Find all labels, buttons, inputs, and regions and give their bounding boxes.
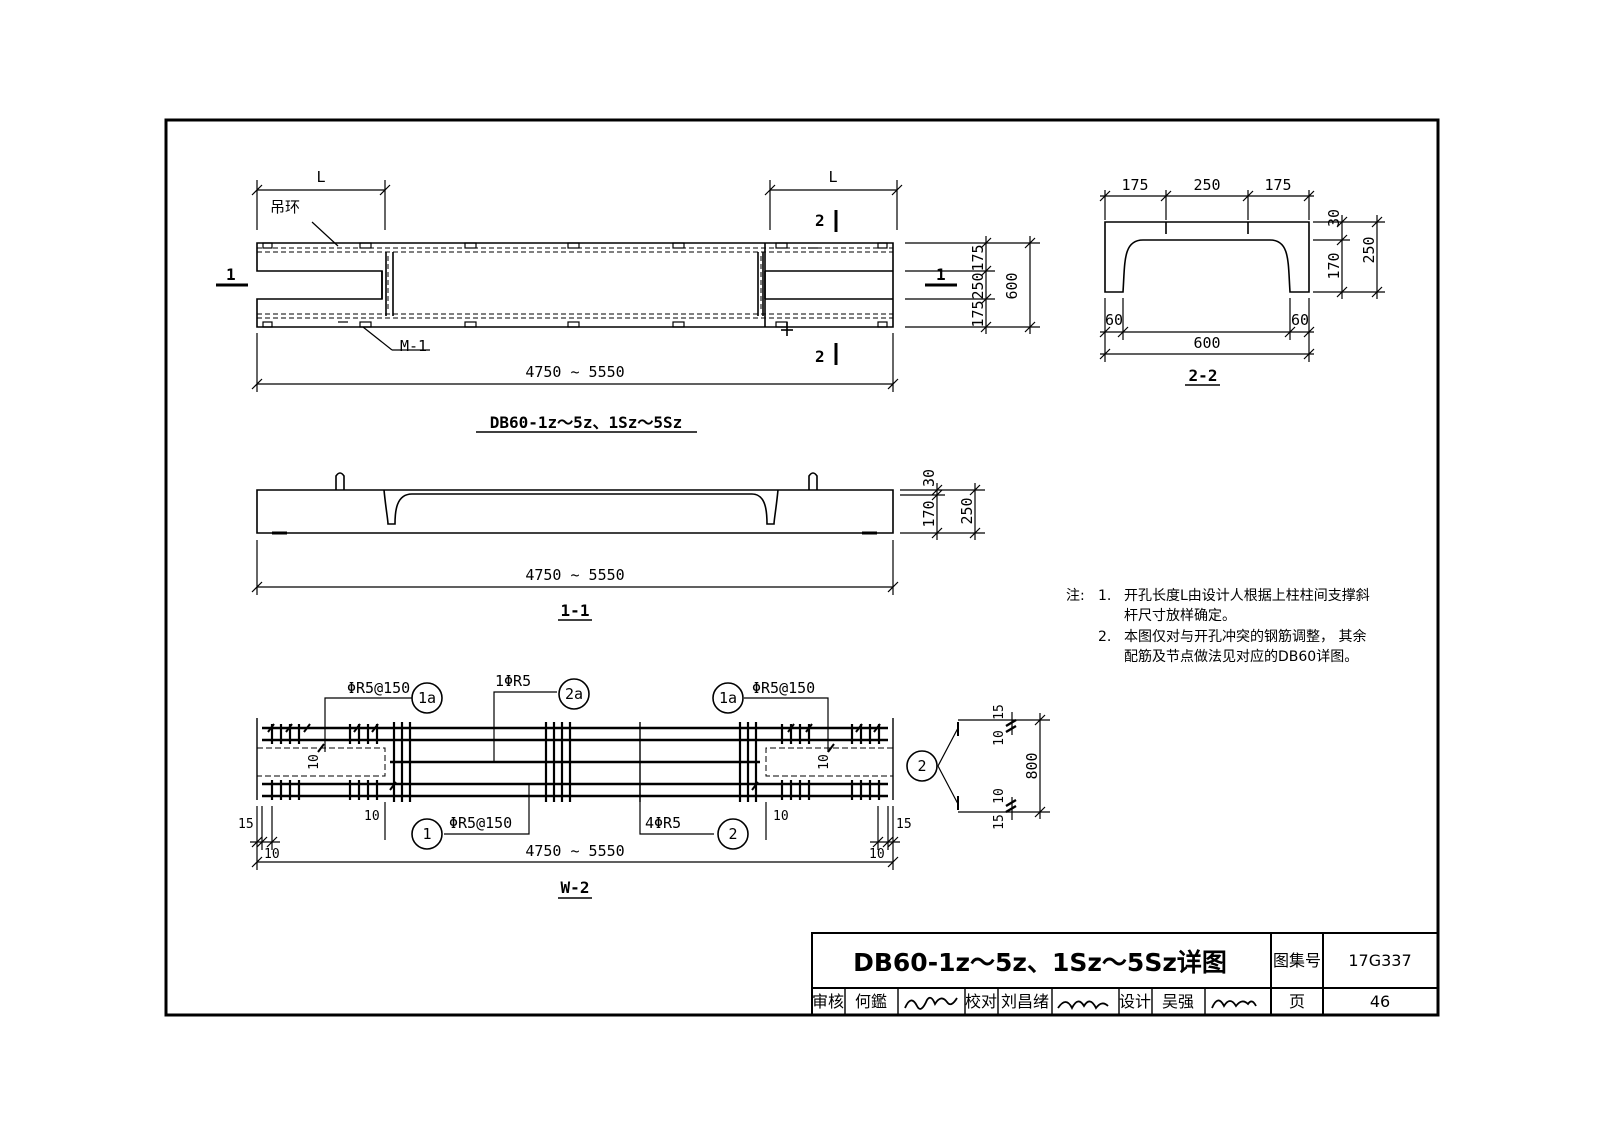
s22-dim-60-left: 60 xyxy=(1105,311,1123,329)
page-number: 46 xyxy=(1370,992,1390,1011)
rebar-1a-left-spec: ΦR5@150 xyxy=(347,679,410,697)
plan-L-right: L xyxy=(828,168,837,186)
note-1-line-1: 开孔长度L由设计人根据上柱柱间支撑斜 xyxy=(1124,588,1370,604)
note-1-line-2: 杆尺寸放样确定。 xyxy=(1124,608,1236,624)
s22-caption: 2-2 xyxy=(1189,366,1218,385)
s11-dim-250: 250 xyxy=(958,497,976,524)
section-1-1 xyxy=(251,472,985,621)
s22-dim-250: 250 xyxy=(1193,176,1220,194)
note-1-number: 1. xyxy=(1098,588,1111,604)
s11-length-dim: 4750 ~ 5550 xyxy=(525,566,624,584)
s22-dim-175-right: 175 xyxy=(1264,176,1291,194)
w2-dim-10-c: 10 xyxy=(364,809,380,824)
section-2-2-labels: 175 250 175 30 170 250 60 60 600 2-2 xyxy=(1105,176,1378,385)
lifting-ring-label: 吊环 xyxy=(270,198,300,216)
note-2-line-1: 本图仅对与开孔冲突的钢筋调整， 其余 xyxy=(1124,628,1366,645)
note-2-number: 2. xyxy=(1098,629,1111,645)
tag-2: 2 xyxy=(728,825,737,843)
w2-detail-10-bottom: 10 xyxy=(992,788,1007,804)
tag-1a-left: 1a xyxy=(418,689,436,707)
s22-dim-60-right: 60 xyxy=(1291,311,1309,329)
w2-dim-15-right: 15 xyxy=(896,817,912,832)
drawing-title: DB60-1z～5z、1Sz～5Sz详图 xyxy=(853,948,1227,977)
plan-dim-175-bottom: 175 xyxy=(969,300,987,327)
reviewer-name: 何鑑 xyxy=(855,992,887,1011)
w2-dim-15-left: 15 xyxy=(238,817,254,832)
signatures xyxy=(904,996,1257,1011)
notes-prefix: 注: xyxy=(1066,588,1085,604)
plan-view-labels: L L 吊环 M-1 1 1 2 2 175 250 175 600 4750 … xyxy=(226,168,1021,432)
s11-caption: 1-1 xyxy=(561,601,590,620)
atlas-number: 17G337 xyxy=(1348,951,1411,970)
plan-caption: DB60-1z～5z、1Sz～5Sz xyxy=(490,413,683,432)
w2-dim-10-e: 10 xyxy=(264,847,280,862)
section-mark-1-left: 1 xyxy=(226,265,236,284)
section-mark-2-top: 2 xyxy=(815,211,825,230)
rebar-1a-right-spec: ΦR5@150 xyxy=(752,679,815,697)
note-2-line-2: 配筋及节点做法见对应的DB60详图。 xyxy=(1124,648,1358,665)
designer-name: 吴强 xyxy=(1162,992,1194,1011)
w2-labels: ΦR5@150 1a 1ΦR5 2a ΦR5@150 1a 1 ΦR5@150 … xyxy=(238,672,1041,897)
embed-plate-label: M-1 xyxy=(400,337,427,355)
s22-dim-600: 600 xyxy=(1193,334,1220,352)
rebar-1-spec: ΦR5@150 xyxy=(449,814,512,832)
s22-dim-175-left: 175 xyxy=(1121,176,1148,194)
w2-dim-10-a: 10 xyxy=(307,754,322,770)
plan-dim-600: 600 xyxy=(1003,272,1021,299)
title-block xyxy=(811,932,1439,1016)
section-1-1-labels: 30 170 250 4750 ~ 5550 1-1 xyxy=(525,469,976,620)
w2-detail-15-bottom: 15 xyxy=(992,814,1007,830)
review-label: 审核 xyxy=(812,992,844,1011)
section-mark-2-bottom: 2 xyxy=(815,347,825,366)
rebar-2-spec: 4ΦR5 xyxy=(645,814,681,832)
w2-edge-detail xyxy=(937,712,1050,820)
plan-view xyxy=(216,180,1040,433)
s22-dim-30: 30 xyxy=(1325,209,1343,227)
design-label: 设计 xyxy=(1119,992,1151,1011)
tag-1: 1 xyxy=(422,825,431,843)
tag-2a: 2a xyxy=(565,685,583,703)
tag-2-detail: 2 xyxy=(917,757,926,775)
w2-dim-10-d: 10 xyxy=(773,809,789,824)
plan-L-left: L xyxy=(316,168,325,186)
s11-dim-170: 170 xyxy=(920,500,938,527)
tag-1a-right: 1a xyxy=(719,689,737,707)
plan-dim-250: 250 xyxy=(969,272,987,299)
w2-detail-800: 800 xyxy=(1023,752,1041,779)
atlas-number-label: 图集号 xyxy=(1273,951,1321,970)
w2-caption: W-2 xyxy=(561,878,590,897)
w2-reinforcement xyxy=(250,678,938,899)
checker-name: 刘昌绪 xyxy=(1001,992,1049,1011)
s22-dim-250-total: 250 xyxy=(1360,236,1378,263)
w2-dim-10-b: 10 xyxy=(817,754,832,770)
page-label: 页 xyxy=(1289,992,1305,1011)
section-mark-1-right: 1 xyxy=(936,265,946,284)
drawing-frame xyxy=(164,118,1440,1017)
check-label: 校对 xyxy=(965,992,997,1011)
w2-length-dim: 4750 ~ 5550 xyxy=(525,842,624,860)
w2-detail-10-top: 10 xyxy=(992,730,1007,746)
plan-length-dim: 4750 ~ 5550 xyxy=(525,363,624,381)
s11-dim-30: 30 xyxy=(920,469,938,487)
title-block-text: DB60-1z～5z、1Sz～5Sz详图 图集号 17G337 审核 何鑑 校对… xyxy=(812,948,1412,1011)
w2-detail-15-top: 15 xyxy=(992,704,1007,720)
s22-dim-170: 170 xyxy=(1325,252,1343,279)
rebar-2a-spec: 1ΦR5 xyxy=(495,672,531,690)
notes: 注: 1. 开孔长度L由设计人根据上柱柱间支撑斜 杆尺寸放样确定。 2. 本图仅… xyxy=(1066,588,1370,665)
section-2-2 xyxy=(1099,190,1385,386)
plan-dim-175-top: 175 xyxy=(969,244,987,271)
w2-dim-10-f: 10 xyxy=(869,847,885,862)
